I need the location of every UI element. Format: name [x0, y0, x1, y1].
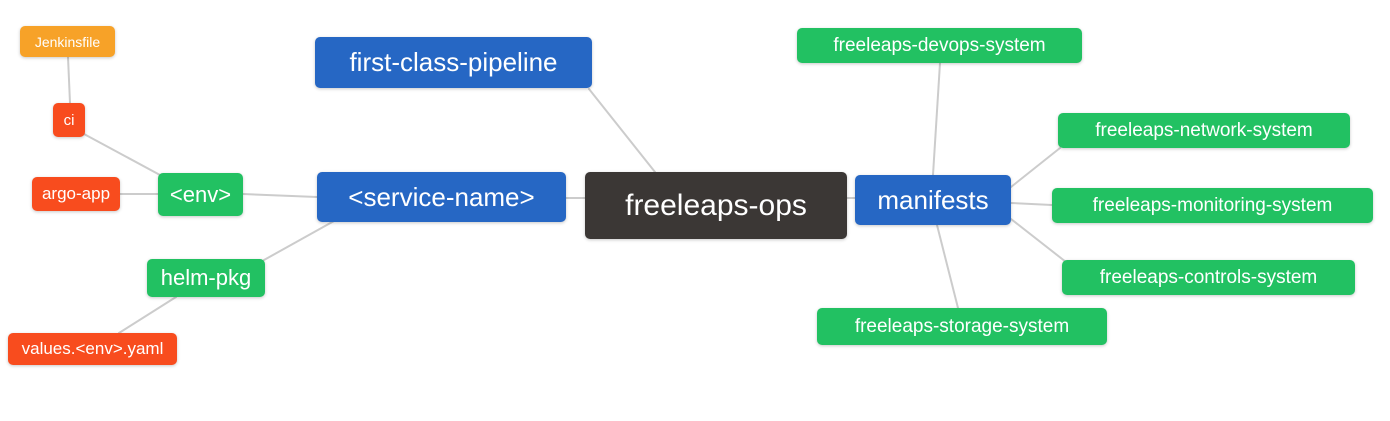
- node-label: freeleaps-ops: [625, 188, 807, 222]
- node-label: manifests: [877, 184, 989, 215]
- node-label: Jenkinsfile: [34, 33, 101, 50]
- node-label: values.<env>.yaml: [21, 339, 164, 358]
- node-first-class-pipeline[interactable]: first-class-pipeline: [315, 37, 592, 88]
- edge-values-env-yaml-helm-pkg: [118, 296, 177, 334]
- edge-manifests-monitoring-system: [1010, 202, 1053, 206]
- node-label: freeleaps-storage-system: [854, 315, 1070, 337]
- node-values-env-yaml[interactable]: values.<env>.yaml: [8, 333, 177, 365]
- node-label: freeleaps-devops-system: [833, 34, 1046, 56]
- node-service-name[interactable]: <service-name>: [317, 172, 566, 222]
- node-label: freeleaps-monitoring-system: [1092, 194, 1333, 216]
- node-devops-system[interactable]: freeleaps-devops-system: [797, 28, 1082, 63]
- edge-helm-pkg-service-name: [263, 220, 335, 261]
- edge-jenkinsfile-ci: [67, 56, 71, 104]
- node-ci[interactable]: ci: [53, 103, 85, 137]
- node-storage-system[interactable]: freeleaps-storage-system: [817, 308, 1107, 345]
- edge-ci-env: [83, 133, 161, 176]
- node-label: first-class-pipeline: [349, 47, 558, 77]
- edge-manifests-network-system: [1010, 147, 1061, 188]
- node-label: freeleaps-network-system: [1095, 119, 1313, 141]
- node-helm-pkg[interactable]: helm-pkg: [147, 259, 265, 297]
- node-label: freeleaps-controls-system: [1099, 266, 1318, 288]
- node-label: <service-name>: [348, 181, 535, 212]
- node-manifests[interactable]: manifests: [855, 175, 1011, 225]
- edge-first-class-pipeline-freeleaps-ops: [588, 88, 656, 173]
- node-network-system[interactable]: freeleaps-network-system: [1058, 113, 1350, 148]
- edge-manifests-controls-system: [1010, 218, 1067, 263]
- node-jenkinsfile[interactable]: Jenkinsfile: [20, 26, 115, 57]
- node-env[interactable]: <env>: [158, 173, 243, 216]
- node-monitoring-system[interactable]: freeleaps-monitoring-system: [1052, 188, 1373, 223]
- node-freeleaps-ops[interactable]: freeleaps-ops: [585, 172, 847, 239]
- edge-env-service-name: [242, 193, 318, 198]
- edge-manifests-storage-system: [936, 224, 959, 309]
- edge-manifests-devops-system: [932, 62, 941, 176]
- node-label: helm-pkg: [160, 265, 252, 290]
- node-label: argo-app: [41, 184, 111, 203]
- node-label: <env>: [169, 181, 232, 207]
- node-controls-system[interactable]: freeleaps-controls-system: [1062, 260, 1355, 295]
- node-label: ci: [63, 111, 75, 129]
- node-argo-app[interactable]: argo-app: [32, 177, 120, 211]
